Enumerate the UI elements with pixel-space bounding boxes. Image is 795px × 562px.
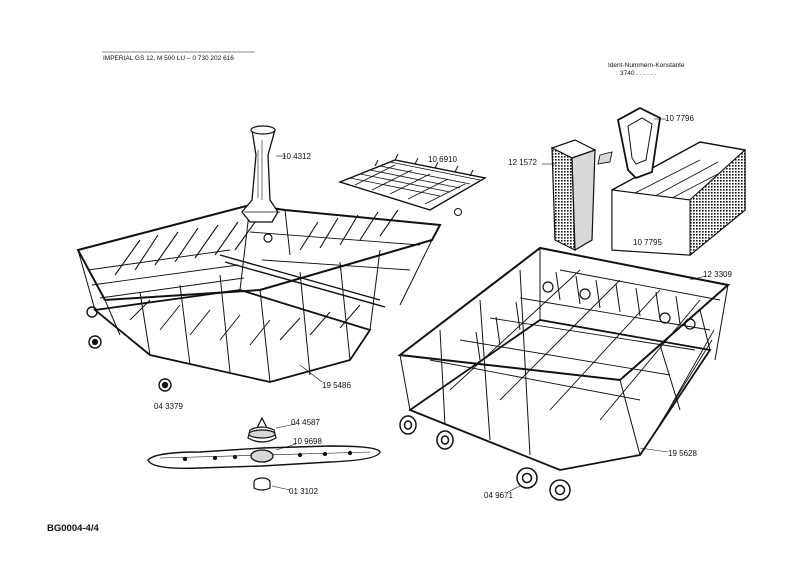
spray-arm-nozzle: [247, 416, 277, 443]
upper-basket: [76, 203, 442, 383]
lower-basket-wheels: [399, 415, 571, 501]
lower-basket: [397, 246, 731, 471]
label-04-9671: 04 9671: [484, 491, 513, 500]
label-10-6910: 10 6910: [428, 155, 457, 164]
spray-arm-nut: [253, 477, 271, 491]
label-12-3309: 12 3309: [703, 270, 732, 279]
label-10-4312: 10 4312: [282, 152, 311, 161]
label-10-9698: 10 9698: [293, 437, 322, 446]
label-04-4587: 04 4587: [291, 418, 320, 427]
label-19-5486: 19 5486: [322, 381, 351, 390]
label-01-3102: 01 3102: [289, 487, 318, 496]
cutlery-basket: [611, 141, 746, 257]
cutlery-container: [550, 139, 597, 252]
header-model-block: IMPERIAL GS 12, M 500 LU – 0 730 202 616: [102, 51, 255, 62]
label-12-1572: 12 1572: [508, 158, 537, 167]
drawing-code: BG0004-4/4: [47, 523, 99, 534]
wheel-part: [158, 378, 172, 392]
ident-title: Ident-Nummern-Konstante: [608, 62, 685, 69]
label-10-7795: 10 7795: [633, 238, 662, 247]
label-04-3379: 04 3379: [154, 402, 183, 411]
rack-insert: [337, 153, 487, 216]
model-line: IMPERIAL GS 12, M 500 LU – 0 730 202 616: [103, 55, 234, 62]
header-ident-block: Ident-Nummern-Konstante 3740 . . . . . .: [608, 62, 685, 77]
cup-holder-insert: [241, 125, 280, 243]
basket-handle: [597, 106, 661, 180]
ident-value: 3740 . . . . . .: [620, 70, 656, 77]
label-19-5628: 19 5628: [668, 449, 697, 458]
label-10-7796: 10 7796: [665, 114, 694, 123]
spray-arm: [147, 445, 381, 470]
